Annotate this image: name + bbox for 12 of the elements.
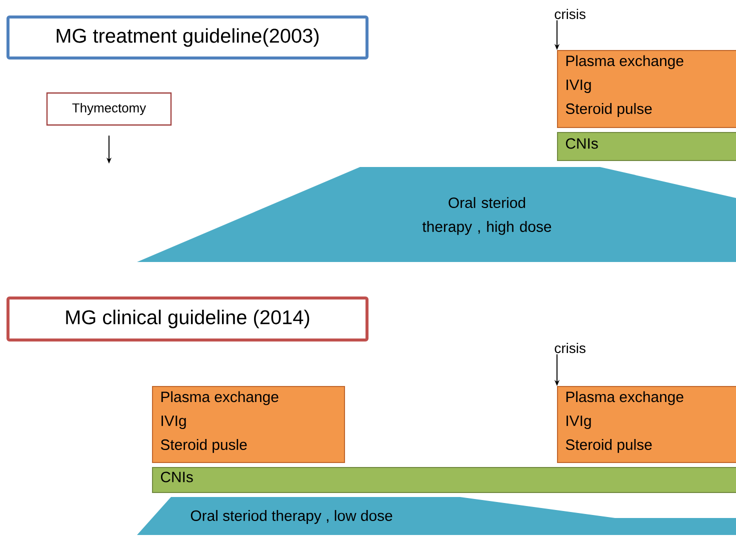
event-label: crisis xyxy=(554,8,586,20)
title-box: MG treatment guideline(2003) xyxy=(6,16,368,60)
treatment-box: Plasma exchange IVIg Steroid pulse xyxy=(557,386,736,463)
therapy-band: Oral steriod therapy , low dose xyxy=(137,497,736,535)
treatment-box: Plasma exchange IVIg Steroid pusle xyxy=(152,386,345,463)
therapy-band: Oral steriod therapy , high dose xyxy=(137,167,736,262)
process-box: Thymectomy xyxy=(46,92,172,126)
treatment-box: Plasma exchange IVIg Steroid pulse xyxy=(557,50,736,128)
treatment-bar: CNIs xyxy=(152,467,736,493)
event-label: crisis xyxy=(554,342,586,354)
title-box: MG clinical guideline (2014) xyxy=(6,296,368,342)
treatment-bar: CNIs xyxy=(557,132,736,161)
